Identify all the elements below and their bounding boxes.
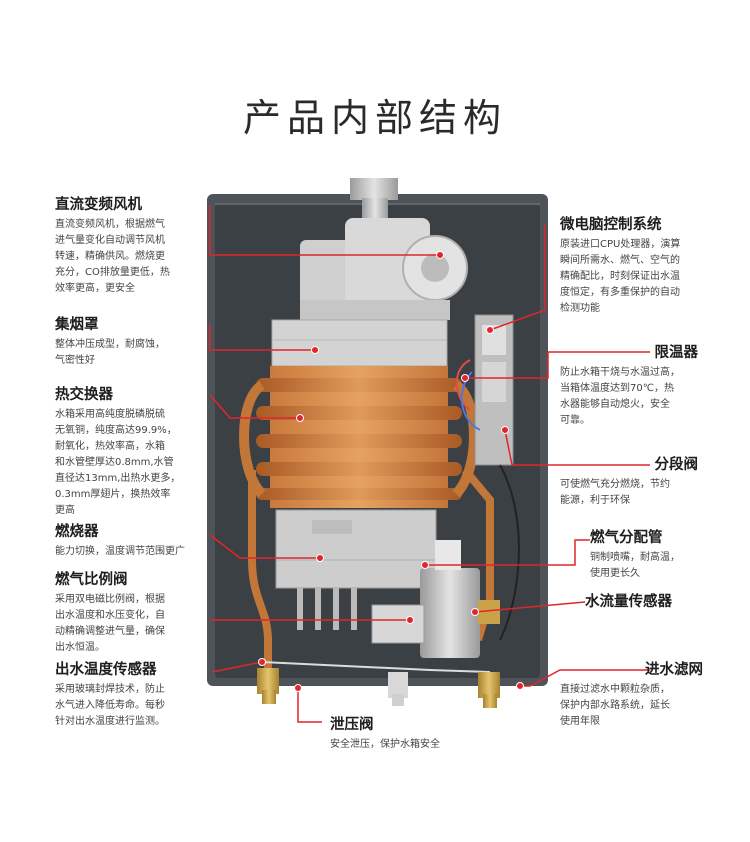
leader-dot bbox=[406, 616, 414, 624]
leader-hood bbox=[209, 325, 315, 351]
label-cpu: 微电脑控制系统 原装进口CPU处理器，演算 瞬间所需水、燃气、空气的 精确配比，… bbox=[560, 215, 720, 317]
label-section-valve: 分段阀 可使燃气充分燃烧，节约 能源，利于环保 bbox=[560, 455, 720, 509]
label-exchanger-body: 水箱采用高纯度脱磷脱硫 无氧铜，纯度高达99.9%， 耐氧化，热效率高，水箱 和… bbox=[55, 409, 181, 516]
sensor-wire bbox=[261, 661, 491, 673]
leader-cpu bbox=[489, 225, 546, 331]
label-fan: 直流变频风机 直流变频风机，根据燃气 进气量变化自动调节风机 转速，精确供风。燃… bbox=[55, 195, 205, 297]
label-section-valve-title: 分段阀 bbox=[654, 457, 699, 473]
leader-fan bbox=[209, 205, 440, 256]
label-cpu-body: 原装进口CPU处理器，演算 瞬间所需水、燃气、空气的 精确配比，时刻保证出水温 … bbox=[560, 239, 681, 314]
leader-flow-sensor bbox=[474, 601, 586, 613]
leader-dot bbox=[311, 346, 319, 354]
label-hood: 集烟罩 整体冲压成型，耐腐蚀， 气密性好 bbox=[55, 315, 205, 369]
label-manifold: 燃气分配管 铜制喷嘴，耐高温， 使用更长久 bbox=[590, 528, 730, 582]
label-relief-body: 安全泄压，保护水箱安全 bbox=[330, 739, 440, 750]
label-section-valve-body: 可使燃气充分燃烧，节约 能源，利于环保 bbox=[560, 479, 670, 506]
label-out-sensor: 出水温度传感器 采用玻璃封焊技术，防止 水气进入降低寿命。每秒 针对出水温度进行… bbox=[55, 660, 205, 730]
label-filter: 进水滤网 直接过滤水中颗粒杂质， 保护内部水路系统，延长 使用年限 bbox=[560, 660, 725, 730]
label-filter-body: 直接过滤水中颗粒杂质， 保护内部水路系统，延长 使用年限 bbox=[560, 684, 670, 727]
label-manifold-title: 燃气分配管 bbox=[590, 530, 663, 546]
leader-dot bbox=[436, 251, 444, 259]
leader-dot bbox=[294, 684, 302, 692]
fan-assembly bbox=[300, 218, 468, 320]
label-gas-valve-body: 采用双电磁比例阀，根据 出水温度和水压变化，自 动精确调整进气量，确保 出水恒温… bbox=[55, 594, 165, 653]
label-exchanger: 热交换器 水箱采用高纯度脱磷脱硫 无氧铜，纯度高达99.9%， 耐氧化，热效率高… bbox=[55, 385, 205, 519]
label-flow-sensor-title: 水流量传感器 bbox=[585, 594, 672, 610]
label-burner: 燃烧器 能力切换，温度调节范围更广 bbox=[55, 522, 220, 560]
label-flow-sensor: 水流量传感器 bbox=[585, 592, 735, 614]
outlet-pipe bbox=[248, 470, 272, 670]
label-gas-valve-title: 燃气比例阀 bbox=[55, 572, 128, 588]
control-box bbox=[455, 314, 514, 466]
bottom-fittings bbox=[257, 668, 500, 708]
label-manifold-body: 铜制喷嘴，耐高温， 使用更长久 bbox=[590, 552, 680, 579]
label-burner-body: 能力切换，温度调节范围更广 bbox=[55, 546, 185, 557]
page-title: 产品内部结构 bbox=[242, 96, 507, 141]
leader-dot bbox=[516, 682, 524, 690]
label-relief: 泄压阀 安全泄压，保护水箱安全 bbox=[330, 715, 500, 753]
label-fan-body: 直流变频风机，根据燃气 进气量变化自动调节风机 转速，精确供风。燃烧更 充分，C… bbox=[55, 219, 170, 294]
leader-manifold bbox=[425, 539, 590, 566]
leader-dot bbox=[258, 658, 266, 666]
label-relief-title: 泄压阀 bbox=[330, 717, 374, 733]
label-limiter: 限温器 防止水箱干烧与水温过高， 当箱体温度达到70℃，热 水器能够自动熄火，安… bbox=[560, 343, 720, 429]
leader-dot bbox=[421, 561, 429, 569]
leader-limiter bbox=[465, 351, 650, 379]
leader-exchanger bbox=[209, 394, 300, 419]
leader-out-sensor bbox=[211, 661, 263, 673]
leader-burner bbox=[209, 534, 320, 559]
label-fan-title: 直流变频风机 bbox=[55, 197, 142, 213]
leader-dot bbox=[501, 426, 509, 434]
wire bbox=[499, 464, 520, 641]
leader-dot bbox=[316, 554, 324, 562]
leader-filter bbox=[520, 669, 650, 687]
burner bbox=[275, 509, 437, 630]
label-filter-title: 进水滤网 bbox=[645, 662, 703, 678]
leader-dot bbox=[296, 414, 304, 422]
label-hood-body: 整体冲压成型，耐腐蚀， 气密性好 bbox=[55, 339, 165, 366]
smoke-hood bbox=[271, 319, 448, 367]
label-hood-title: 集烟罩 bbox=[55, 317, 99, 333]
label-gas-valve: 燃气比例阀 采用双电磁比例阀，根据 出水温度和水压变化，自 动精确调整进气量，确… bbox=[55, 570, 205, 656]
label-limiter-title: 限温器 bbox=[654, 345, 699, 361]
label-out-sensor-body: 采用玻璃封焊技术，防止 水气进入降低寿命。每秒 针对出水温度进行监测。 bbox=[55, 684, 165, 727]
label-burner-title: 燃烧器 bbox=[55, 524, 99, 540]
label-out-sensor-title: 出水温度传感器 bbox=[55, 662, 157, 678]
leader-dot bbox=[471, 608, 479, 616]
leader-dot bbox=[486, 326, 494, 334]
leader-section-valve bbox=[504, 429, 650, 466]
label-exchanger-title: 热交换器 bbox=[55, 387, 113, 403]
label-limiter-body: 防止水箱干烧与水温过高， 当箱体温度达到70℃，热 水器能够自动熄火，安全 可靠… bbox=[560, 367, 680, 426]
heat-exchanger bbox=[239, 366, 479, 508]
gas-valve-block bbox=[371, 540, 500, 658]
leader-relief bbox=[297, 688, 322, 723]
label-cpu-title: 微电脑控制系统 bbox=[560, 217, 662, 233]
leader-dot bbox=[461, 374, 469, 382]
